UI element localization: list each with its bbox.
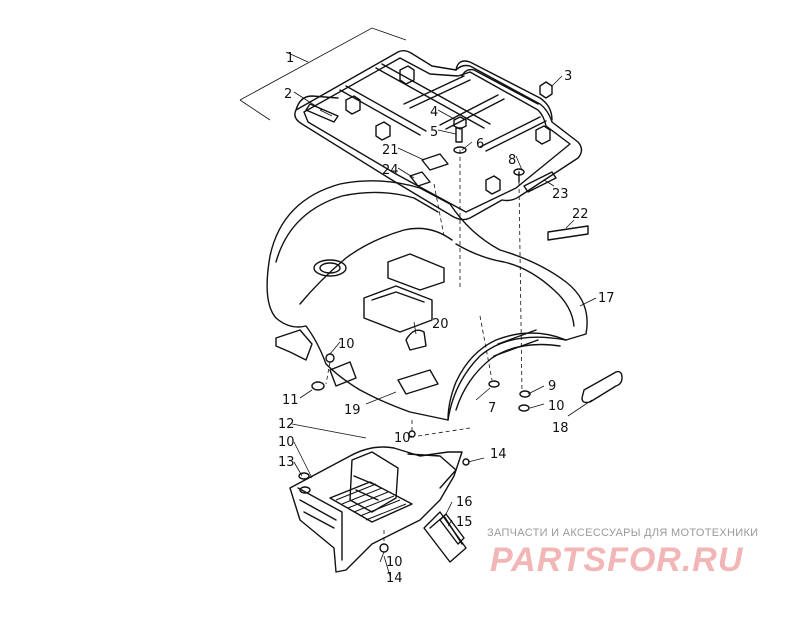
callout-label: 17: [598, 291, 615, 306]
callout-label: 6: [476, 137, 484, 152]
callout-label: 13: [278, 455, 295, 470]
callout-label: 11: [282, 393, 299, 408]
callout-label: 10: [278, 435, 295, 450]
rear-fender: [266, 180, 623, 438]
callout-label: 20: [432, 317, 449, 332]
callout-label: 5: [430, 125, 438, 140]
callout-label: 14: [386, 571, 403, 586]
footwell: [289, 446, 470, 573]
callout-label: 10: [548, 399, 565, 414]
callout-label: 3: [564, 69, 572, 84]
watermark-logo: PARTSFOR.RU: [490, 541, 744, 579]
decal-22: [547, 225, 589, 241]
callout-label: 21: [382, 143, 399, 158]
callout-label: 7: [488, 401, 496, 416]
callout-label: 16: [456, 495, 473, 510]
callout-label: 10: [338, 337, 355, 352]
callout-label: 10: [394, 431, 411, 446]
decal-21: [421, 153, 449, 171]
callout-label: 22: [572, 207, 589, 222]
callout-label: 15: [456, 515, 473, 530]
callout-label: 2: [284, 87, 292, 102]
callout-label: 14: [490, 447, 507, 462]
callout-label: 12: [278, 417, 295, 432]
leader-lines: [239, 27, 597, 577]
step-plate: [423, 511, 467, 563]
callout-label: 8: [508, 153, 516, 168]
callout-label: 18: [552, 421, 569, 436]
decal-24: [409, 171, 431, 187]
rack-hardware: [453, 81, 553, 183]
callout-labels: 1 2 3 4 5 6 21 8 24 23 22 17 20 10 7 9 1…: [278, 51, 615, 586]
watermark-caption: ЗАПЧАСТИ И АКСЕССУАРЫ ДЛЯ МОТОТЕХНИКИ: [487, 527, 759, 539]
rear-rack: [294, 50, 583, 221]
callout-label: 4: [430, 105, 438, 120]
callout-label: 24: [382, 163, 399, 178]
callout-label: 1: [286, 51, 294, 66]
callout-label: 9: [548, 379, 556, 394]
callout-label: 10: [386, 555, 403, 570]
callout-label: 19: [344, 403, 361, 418]
callout-label: 23: [552, 187, 569, 202]
